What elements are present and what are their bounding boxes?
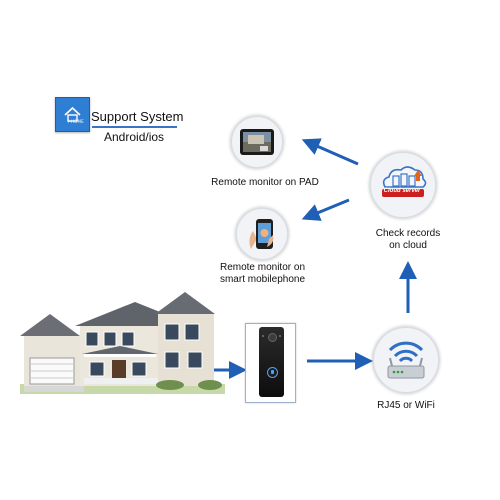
tablet-icon	[240, 129, 274, 155]
cloud-label-line1: Check records	[375, 228, 441, 239]
phone-node	[236, 208, 288, 260]
router-icon	[387, 341, 425, 379]
router-label: RJ45 or WiFi	[377, 400, 435, 411]
support-system-title: Support System	[91, 109, 184, 124]
phone-label-line1: Remote monitor on	[219, 262, 306, 273]
ir-led	[262, 335, 264, 337]
platforms-label: Android/ios	[104, 130, 165, 144]
video-doorbell-node	[245, 323, 296, 403]
ir-led	[279, 335, 281, 337]
logo-text: i-HOME	[68, 119, 84, 124]
arrow-cloud-to-phone	[301, 198, 350, 221]
cloud-node	[370, 152, 436, 218]
router-node	[373, 327, 439, 393]
title-underline	[92, 126, 177, 128]
smartphone-icon	[249, 219, 274, 249]
arrow-cloud-to-pad	[301, 138, 359, 166]
cloud-badge: Cloud server	[383, 188, 421, 194]
cloud-server-icon	[382, 166, 427, 197]
pad-label: Remote monitor on PAD	[211, 177, 319, 188]
doorbell-icon	[259, 327, 284, 397]
cloud-label-line2: on cloud	[389, 240, 427, 251]
home-icon	[64, 106, 81, 122]
bell-button-icon	[267, 367, 278, 378]
app-logo: i-HOME	[55, 97, 90, 132]
phone-label: Remote monitor on smart mobilephone	[210, 262, 315, 286]
phone-label-line2: smart mobilephone	[219, 274, 306, 285]
cloud-label: Check records on cloud	[365, 228, 451, 252]
camera-lens	[268, 333, 277, 342]
pad-node	[231, 116, 283, 168]
house-illustration	[20, 292, 225, 394]
